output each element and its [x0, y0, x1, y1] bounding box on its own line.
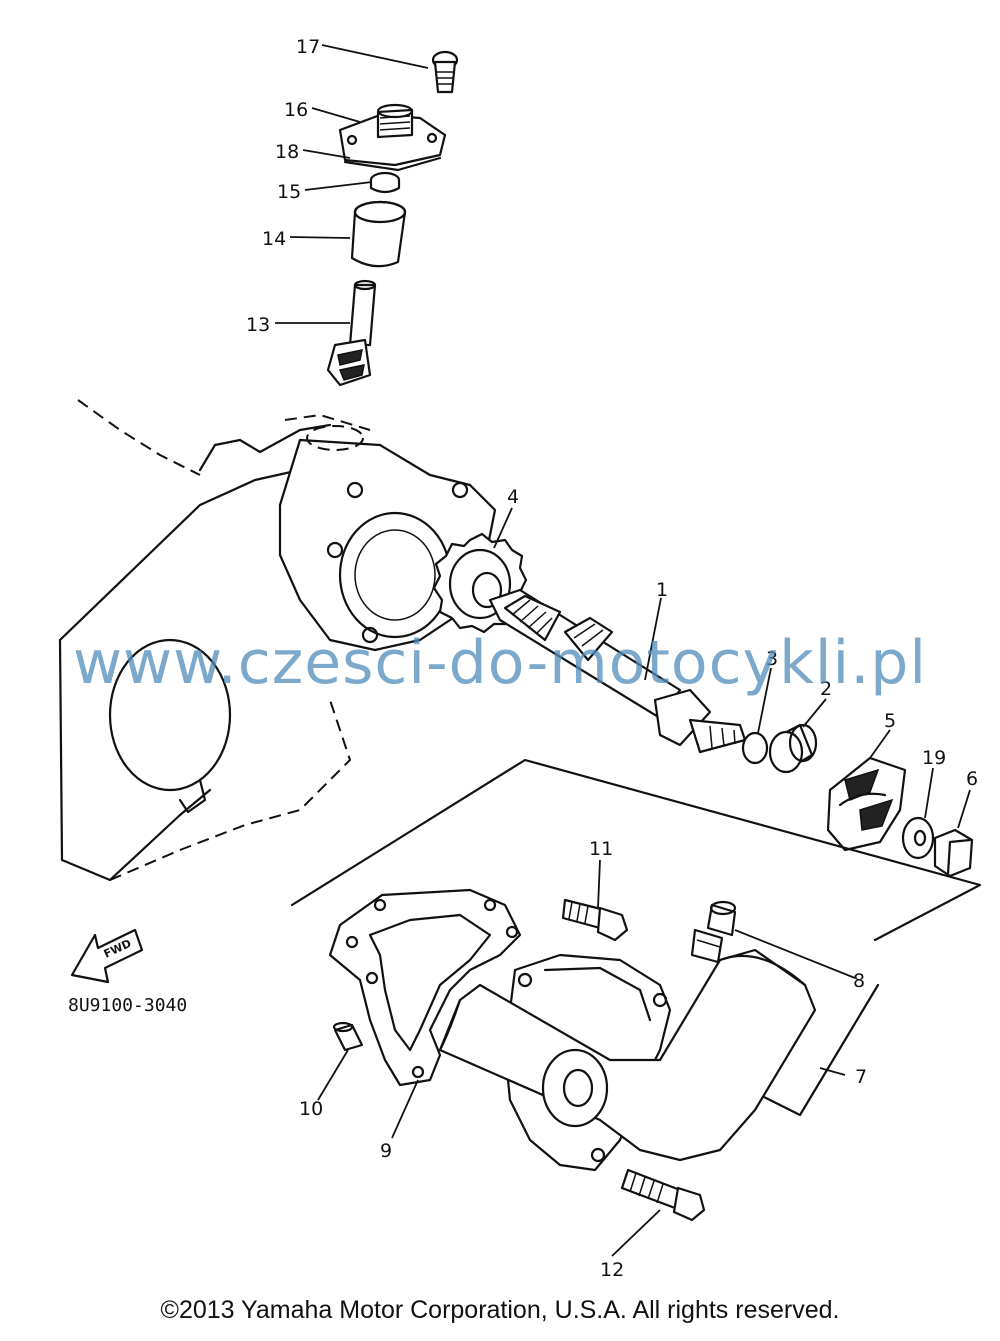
crankcase-outline: [58, 399, 371, 882]
washer: [901, 816, 935, 860]
bolt-17: [431, 50, 459, 94]
callout-17: 17: [296, 36, 320, 58]
callout-3: 3: [766, 648, 778, 670]
bushing-14: [350, 200, 407, 268]
gasket-18: [343, 156, 442, 172]
bolt-11: [561, 898, 629, 942]
assembly-bracket-lower: [748, 983, 880, 1117]
callout-16: 16: [284, 99, 308, 121]
water-pipe: [438, 948, 817, 1162]
callout-18: 18: [275, 141, 299, 163]
dowel-pin: [332, 1021, 364, 1052]
part-callouts: 17 16 18 15 14 13 4 1 3 2 5 19 6 11 8 7 …: [246, 36, 978, 1281]
fwd-arrow-icon: FWD: [70, 928, 144, 984]
diagram-code: 8U9100-3040: [68, 995, 188, 1016]
assembly-bracket-upper: [290, 758, 982, 942]
callout-19: 19: [922, 747, 946, 769]
callout-7: 7: [855, 1066, 867, 1088]
callout-12: 12: [600, 1259, 624, 1281]
callout-4: 4: [507, 486, 519, 508]
o-ring: [741, 731, 769, 765]
callout-9: 9: [380, 1140, 392, 1162]
impeller: [826, 756, 907, 852]
pump-cover-gasket: [328, 888, 522, 1087]
bolt-12: [620, 1168, 706, 1222]
meter-housing: [338, 103, 447, 167]
leader-lines: [275, 44, 971, 1257]
callout-14: 14: [262, 228, 286, 250]
callout-10: 10: [299, 1098, 323, 1120]
pump-shaft: [488, 588, 747, 754]
nut: [933, 828, 974, 878]
callout-13: 13: [246, 314, 270, 336]
seal-15: [369, 171, 401, 194]
callout-1: 1: [656, 579, 668, 601]
copyright-notice: ©2013 Yamaha Motor Corporation, U.S.A. A…: [160, 1296, 840, 1324]
callout-5: 5: [884, 710, 896, 732]
callout-15: 15: [277, 181, 301, 203]
callout-2: 2: [820, 678, 832, 700]
meter-gear-shaft-13: [326, 279, 377, 387]
callout-11: 11: [589, 838, 613, 860]
hose-fitting: [690, 900, 737, 964]
watermark: www.czesci-do-motocykli.pl: [72, 628, 928, 698]
callout-8: 8: [853, 970, 865, 992]
bushing: [768, 723, 818, 774]
callout-6: 6: [966, 768, 978, 790]
